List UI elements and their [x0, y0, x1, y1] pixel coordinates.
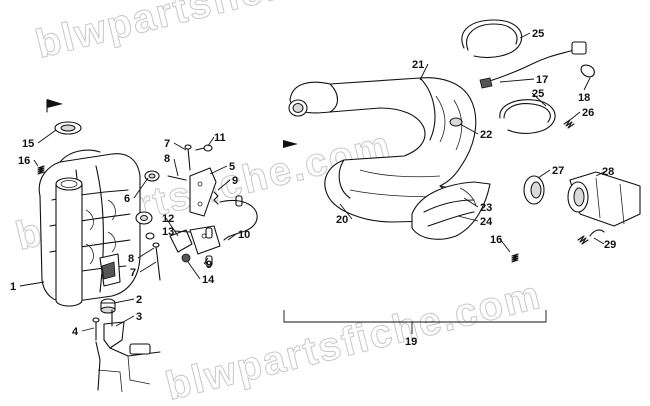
- callout-25-lower: 25: [532, 88, 544, 100]
- washer-12: [145, 232, 155, 240]
- callout-9-lower: 9: [206, 259, 212, 271]
- callout-4: 4: [72, 326, 79, 338]
- bolt-11: [195, 144, 213, 152]
- bracket-plate-lower: [189, 225, 221, 255]
- bracket-plate-upper: [189, 167, 217, 217]
- flag-arrow-right: [283, 140, 298, 148]
- callout-24: 24: [480, 216, 493, 228]
- callout-13: 13: [162, 226, 174, 238]
- callout-17: 17: [536, 74, 548, 86]
- callout-8-lower: 8: [128, 253, 134, 265]
- isolator-12: [169, 229, 193, 253]
- callout-28: 28: [602, 166, 614, 178]
- callout-9-upper: 9: [232, 175, 238, 187]
- silencer-inlet-pipe: [55, 177, 83, 307]
- silencer-outlet-stub: [99, 253, 121, 287]
- bushing: [100, 298, 116, 314]
- callout-7-lower: 7: [130, 267, 136, 279]
- callout-21: 21: [412, 59, 424, 71]
- exhaust-manifold: [567, 171, 641, 227]
- callout-1: 1: [10, 281, 16, 293]
- callout-2: 2: [136, 294, 142, 306]
- callout-29: 29: [604, 239, 616, 251]
- callout-25-upper: 25: [532, 28, 544, 40]
- grommet: [54, 121, 82, 135]
- callout-27: 27: [552, 165, 564, 177]
- spring-left: [37, 165, 45, 175]
- mount-grommet-lower: [135, 211, 153, 225]
- callout-23: 23: [480, 202, 492, 214]
- callout-3: 3: [136, 311, 142, 323]
- mount-bracket: [92, 309, 161, 393]
- callout-12: 12: [162, 213, 174, 225]
- callout-20: 20: [336, 214, 348, 226]
- spring-29: [577, 229, 605, 245]
- retaining-clip: [580, 64, 595, 78]
- nut-14: [181, 253, 191, 263]
- callout-14: 14: [202, 274, 215, 286]
- pin-upper: [167, 175, 187, 181]
- strap-lower: [499, 99, 556, 134]
- callout-15: 15: [22, 138, 34, 150]
- callout-labels: 1 2 3 4 5 6 7 7 8 8 9 9 10 11 12 13 14 1…: [10, 28, 616, 348]
- spring-10: [219, 200, 258, 241]
- watermark-text-top: blwpartsfiche.com: [32, 0, 416, 67]
- bolt-long-lower: [152, 242, 161, 281]
- sensor-boss: [449, 117, 463, 127]
- callout-26: 26: [582, 107, 594, 119]
- callout-16-left: 16: [18, 155, 30, 167]
- flag-arrow-left: [46, 99, 63, 113]
- assembly-bracket-19: [283, 310, 547, 334]
- callout-10: 10: [238, 229, 250, 241]
- exhaust-sensor: [479, 41, 587, 89]
- callout-18: 18: [578, 92, 590, 104]
- callout-8-upper: 8: [164, 153, 170, 165]
- callout-5: 5: [229, 161, 235, 173]
- chamber-inlet-flange: [288, 99, 308, 117]
- callout-16-right: 16: [490, 234, 502, 246]
- watermark-text-bottom: blwpartsfiche.com: [162, 273, 546, 406]
- callout-11: 11: [214, 132, 226, 144]
- callout-7-upper: 7: [164, 138, 170, 150]
- leader-lines: [19, 32, 607, 332]
- heat-shield: [411, 181, 491, 240]
- callout-19: 19: [405, 336, 417, 348]
- spring-right: [511, 253, 519, 263]
- callout-22: 22: [480, 129, 492, 141]
- silencer-body: [38, 149, 141, 303]
- strap-upper: [461, 19, 523, 59]
- bolt-long-upper: [184, 144, 192, 171]
- callout-6: 6: [124, 193, 130, 205]
- spring-26: [563, 119, 575, 129]
- sealing-ring: [523, 175, 545, 205]
- mount-grommet-upper: [144, 170, 160, 182]
